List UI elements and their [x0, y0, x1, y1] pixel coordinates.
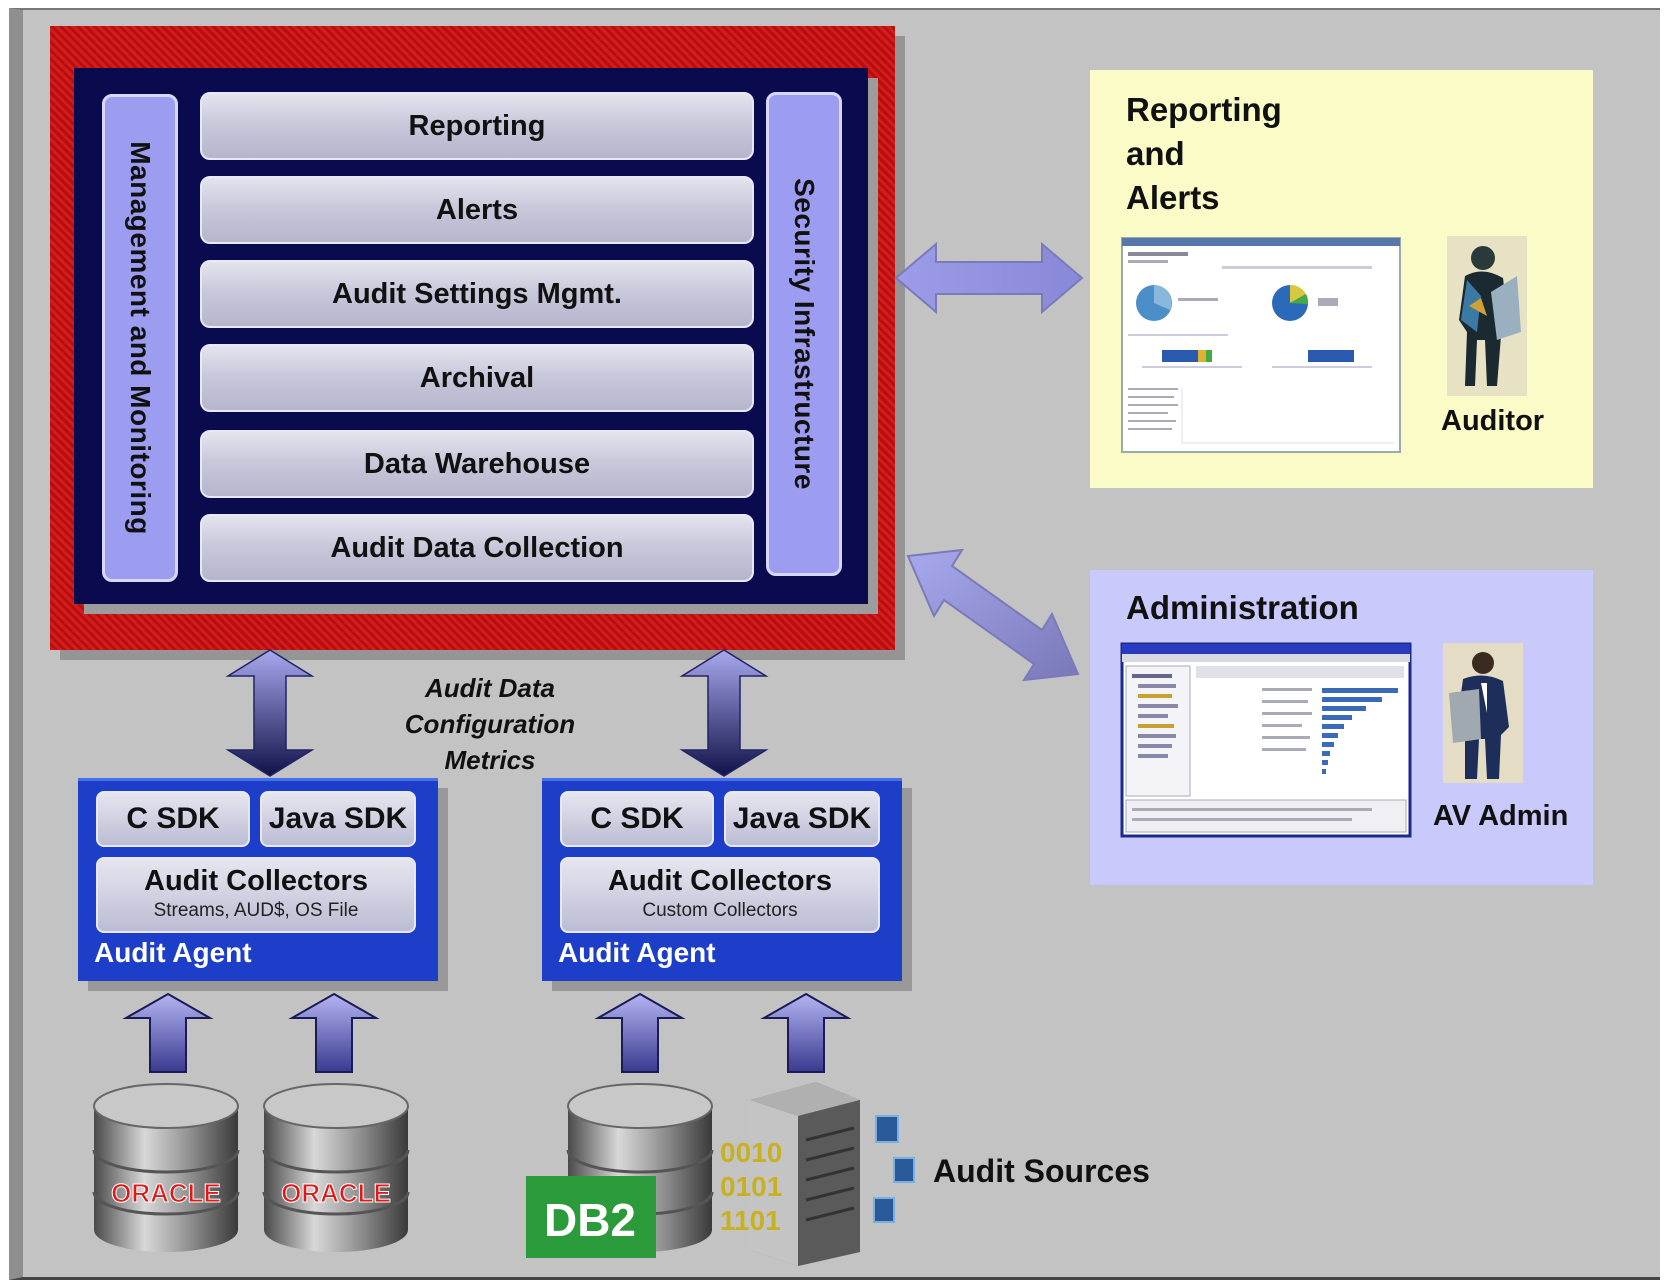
up-arrow-icon: [760, 992, 852, 1073]
double-arrow-icon: [894, 241, 1084, 315]
c-sdk-box: C SDK: [560, 791, 714, 847]
audit-collectors-label: Audit Collectors: [144, 865, 368, 897]
reporting-title-line: Reporting: [1126, 91, 1282, 128]
reporting-title-line: and: [1126, 135, 1185, 172]
binary-data: 0010: [720, 1137, 782, 1168]
audit-agent-label: Audit Agent: [558, 937, 716, 968]
audit-agent-2: C SDK Java SDK Audit Collectors Custom C…: [542, 778, 902, 981]
audit-data-line: Audit Data: [425, 673, 555, 703]
db2-logo: DB2: [544, 1194, 636, 1246]
administration-title: Administration: [1126, 589, 1359, 626]
reports-screenshot-thumbnail: [1121, 237, 1401, 453]
audit-collectors-detail: Streams, AUD$, OS File: [153, 900, 359, 921]
audit-data-line: Configuration: [404, 709, 576, 739]
binary-data: 0101: [720, 1171, 782, 1202]
binary-data: 1101: [720, 1205, 781, 1236]
layer-audit-data-collection: Audit Data Collection: [200, 514, 754, 582]
db2-database-icon: DB2: [526, 1083, 714, 1258]
security-infrastructure-bar: Security Infrastructure: [766, 92, 842, 576]
admin-screenshot-thumbnail: [1120, 642, 1412, 838]
auditor-label: Auditor: [1441, 405, 1545, 437]
layer-reporting: Reporting: [200, 92, 754, 160]
audit-agent-label: Audit Agent: [94, 937, 252, 968]
layer-data-warehouse: Data Warehouse: [200, 430, 754, 498]
double-arrow-icon: [679, 649, 769, 777]
audit-collectors-box: Audit Collectors Streams, AUD$, OS File: [96, 857, 416, 933]
c-sdk-box: C SDK: [96, 791, 250, 847]
reporting-title-line: Alerts: [1126, 179, 1220, 216]
reporting-alerts-title: Reporting and Alerts: [1126, 88, 1282, 220]
layer-audit-settings: Audit Settings Mgmt.: [200, 260, 754, 328]
audit-collectors-label: Audit Collectors: [608, 865, 832, 897]
double-arrow-icon: [906, 548, 1080, 682]
oracle-database-icon: ORACLE: [262, 1083, 410, 1252]
audit-data-line: Metrics: [444, 745, 536, 775]
double-arrow-icon: [225, 649, 315, 777]
audit-collectors-detail: Custom Collectors: [642, 900, 798, 921]
audit-sources-label: Audit Sources: [933, 1153, 1150, 1189]
audit-collectors-box: Audit Collectors Custom Collectors: [560, 857, 880, 933]
up-arrow-icon: [122, 992, 214, 1073]
management-monitoring-bar: Management and Monitoring: [102, 94, 178, 582]
av-admin-person-icon: [1443, 643, 1523, 783]
server-tower-icon: 0010 0101 1101: [720, 1082, 915, 1266]
auditor-person-icon: [1447, 236, 1527, 396]
audit-data-label: Audit Data Configuration Metrics: [380, 670, 600, 778]
oracle-logo: ORACLE: [111, 1178, 221, 1208]
audit-agent-1: C SDK Java SDK Audit Collectors Streams,…: [78, 778, 438, 981]
layer-alerts: Alerts: [200, 176, 754, 244]
java-sdk-box: Java SDK: [724, 791, 880, 847]
oracle-database-icon: ORACLE: [92, 1083, 240, 1252]
java-sdk-box: Java SDK: [260, 791, 416, 847]
av-admin-label: AV Admin: [1433, 800, 1569, 832]
up-arrow-icon: [288, 992, 380, 1073]
layer-archival: Archival: [200, 344, 754, 412]
up-arrow-icon: [594, 992, 686, 1073]
oracle-logo: ORACLE: [281, 1178, 391, 1208]
